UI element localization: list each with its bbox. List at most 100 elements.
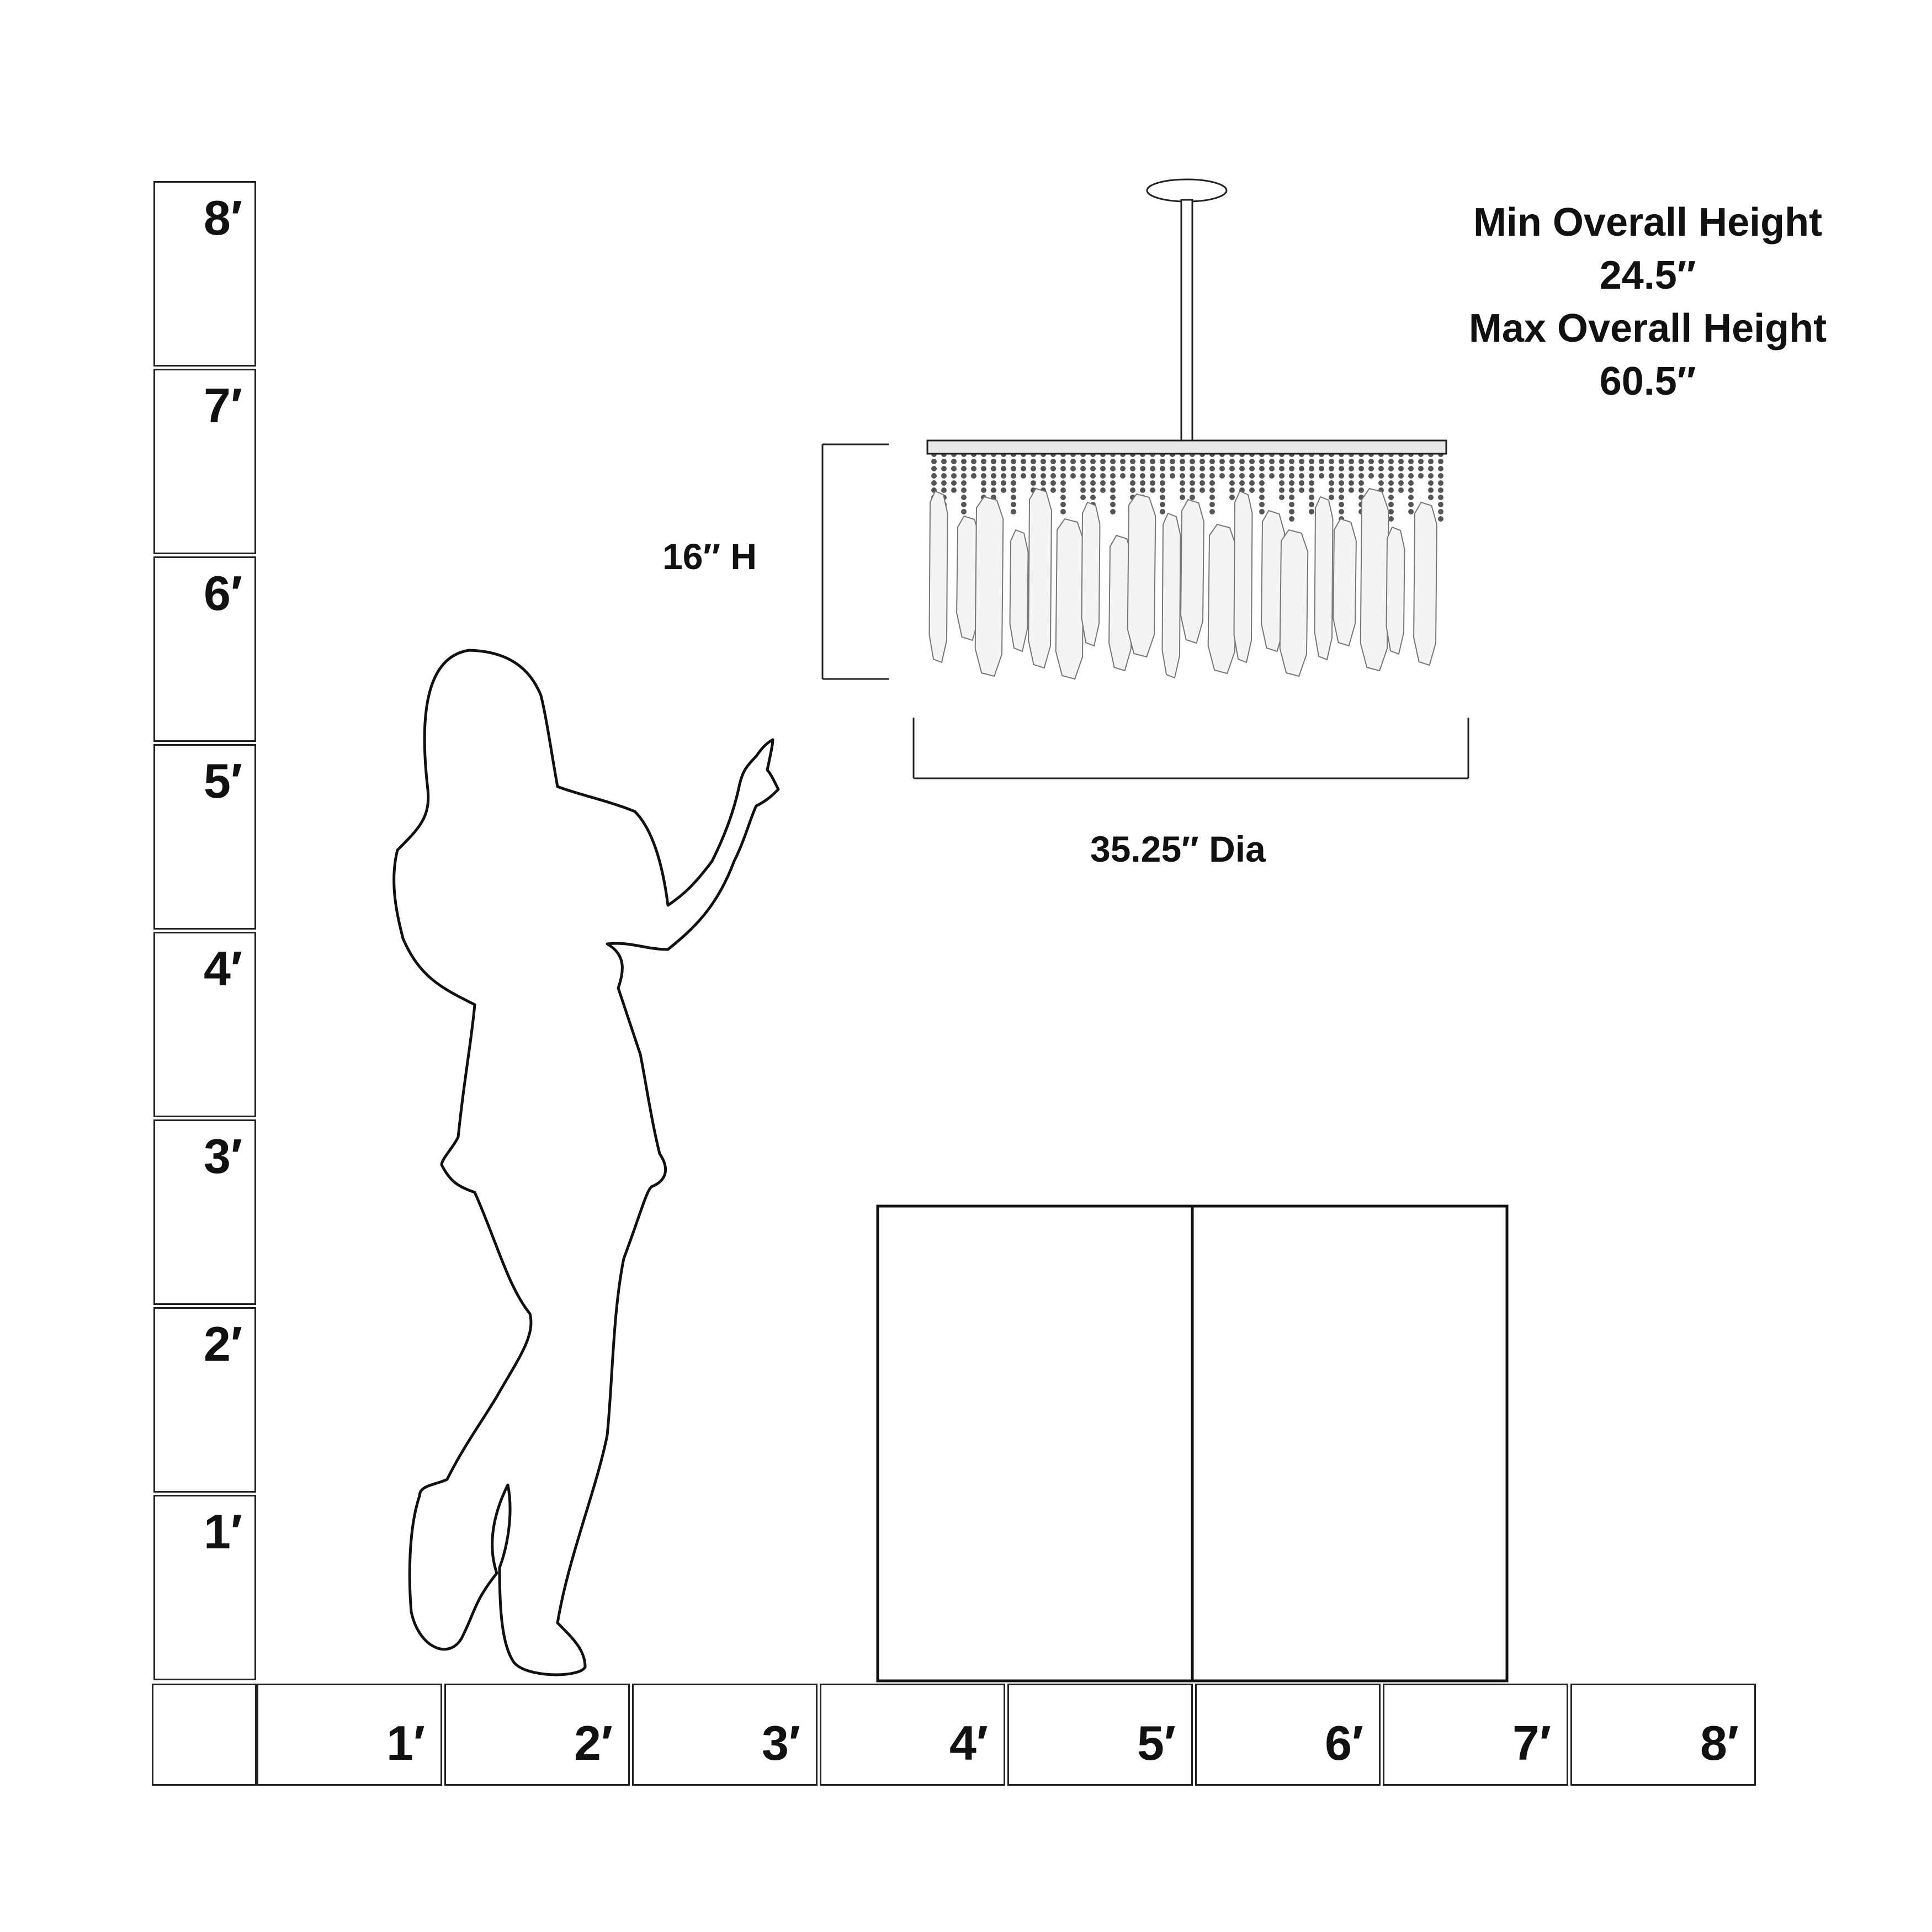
chain-bead [971,459,976,464]
chain-bead [1150,473,1155,479]
chain-bead [1279,480,1285,486]
chain-bead [1050,473,1056,479]
chain-bead [1209,509,1215,514]
chain-bead [1140,487,1145,493]
chain-bead [1090,466,1096,471]
chain-bead [1408,473,1414,479]
vertical-scale-label: 4′ [203,941,242,996]
chain-bead [1100,459,1106,464]
chain-bead [1070,466,1076,471]
chain-bead [1060,466,1066,471]
chain-bead [1041,480,1046,486]
crystal-panel [1360,487,1389,672]
chain-bead [1349,466,1354,471]
chain-bead [1309,480,1314,486]
chain-bead [1289,466,1294,471]
chain-bead [1438,480,1443,486]
chain-bead [1170,459,1175,464]
horizontal-scale-cell: 4′ [820,1684,1005,1786]
chain-bead [931,459,937,464]
reference-box-left-panel [876,1204,1194,1682]
crystal-panel [1081,501,1101,647]
chain-bead [1060,495,1066,500]
chain-bead [1358,466,1364,471]
crystal-panel [1233,490,1253,664]
chain-bead [1388,473,1394,479]
chain-bead [931,480,937,486]
horizontal-scale-cell: 8′ [1570,1684,1756,1786]
chain-bead [1438,495,1443,500]
chain-bead [1011,502,1016,507]
horizontal-scale-cell: 7′ [1383,1684,1568,1786]
chain-bead [1249,459,1255,464]
chain-bead [1339,466,1344,471]
chain-bead [951,480,957,486]
chain-bead [1229,473,1235,479]
crystal-panel [1333,518,1357,647]
chain-bead [1160,459,1165,464]
chain-bead [1090,473,1096,479]
chain-bead [1011,473,1016,479]
chain-bead [1239,459,1245,464]
chain-bead [1329,487,1334,493]
vertical-scale-label: 8′ [203,190,242,245]
chain-bead [1349,459,1354,464]
chain-bead [1209,459,1215,464]
chain-bead [1160,480,1165,486]
chain-bead [1001,466,1006,471]
chain-bead [1339,509,1344,514]
chain-bead [1001,459,1006,464]
diameter-dimension-label: 35.25″ Dia [1090,829,1266,869]
crystal-panel [974,496,1004,677]
crystal-panel [1161,512,1181,679]
chain-bead [1011,480,1016,486]
chain-bead [1001,480,1006,486]
chain-bead [1031,480,1036,486]
chain-bead [1140,466,1145,471]
chain-bead [1418,459,1424,464]
chain-bead [1199,466,1205,471]
chain-bead [971,466,976,471]
chain-bead [1160,495,1165,500]
chain-bead [961,495,967,500]
chain-bead [1339,459,1344,464]
chain-bead [1388,480,1394,486]
chain-bead [1120,466,1126,471]
chain-bead [1269,459,1275,464]
chain-bead [1279,495,1285,500]
chain-bead [1289,459,1294,464]
chain-bead [1289,509,1294,514]
chain-bead [961,509,967,514]
crystal-panel [1314,496,1334,661]
horizontal-scale-label: 6′ [1324,1716,1363,1770]
chain-bead [1060,509,1066,514]
chain-bead [1180,480,1185,486]
chain-bead [991,473,996,479]
vertical-scale-cell: 2′ [153,1307,256,1493]
chain-bead [1289,487,1294,493]
chain-bead [1408,495,1414,500]
chain-bead [1309,466,1314,471]
human-silhouette [392,649,780,1676]
chain-bead [1219,466,1225,471]
crystal-panel [1127,493,1156,658]
chain-bead [1289,473,1294,479]
chain-bead [1150,459,1155,464]
chain-bead [1378,480,1384,486]
chain-bead [1299,459,1304,464]
chain-bead [991,466,996,471]
chain-bead [1050,466,1056,471]
ceiling-canopy [1146,178,1228,203]
chain-bead [1239,473,1245,479]
chain-bead [1269,473,1275,479]
chain-bead [1319,466,1324,471]
vertical-scale-cell: 7′ [153,369,256,554]
chain-bead [1259,480,1265,486]
chain-bead [1199,473,1205,479]
overall-height-specs: Min Overall Height 24.5″ Max Overall Hei… [1413,196,1882,408]
chain-bead [1180,495,1185,500]
chain-bead [941,480,947,486]
chain-bead [1160,509,1165,514]
chain-bead [1378,459,1384,464]
chain-bead [1130,473,1135,479]
